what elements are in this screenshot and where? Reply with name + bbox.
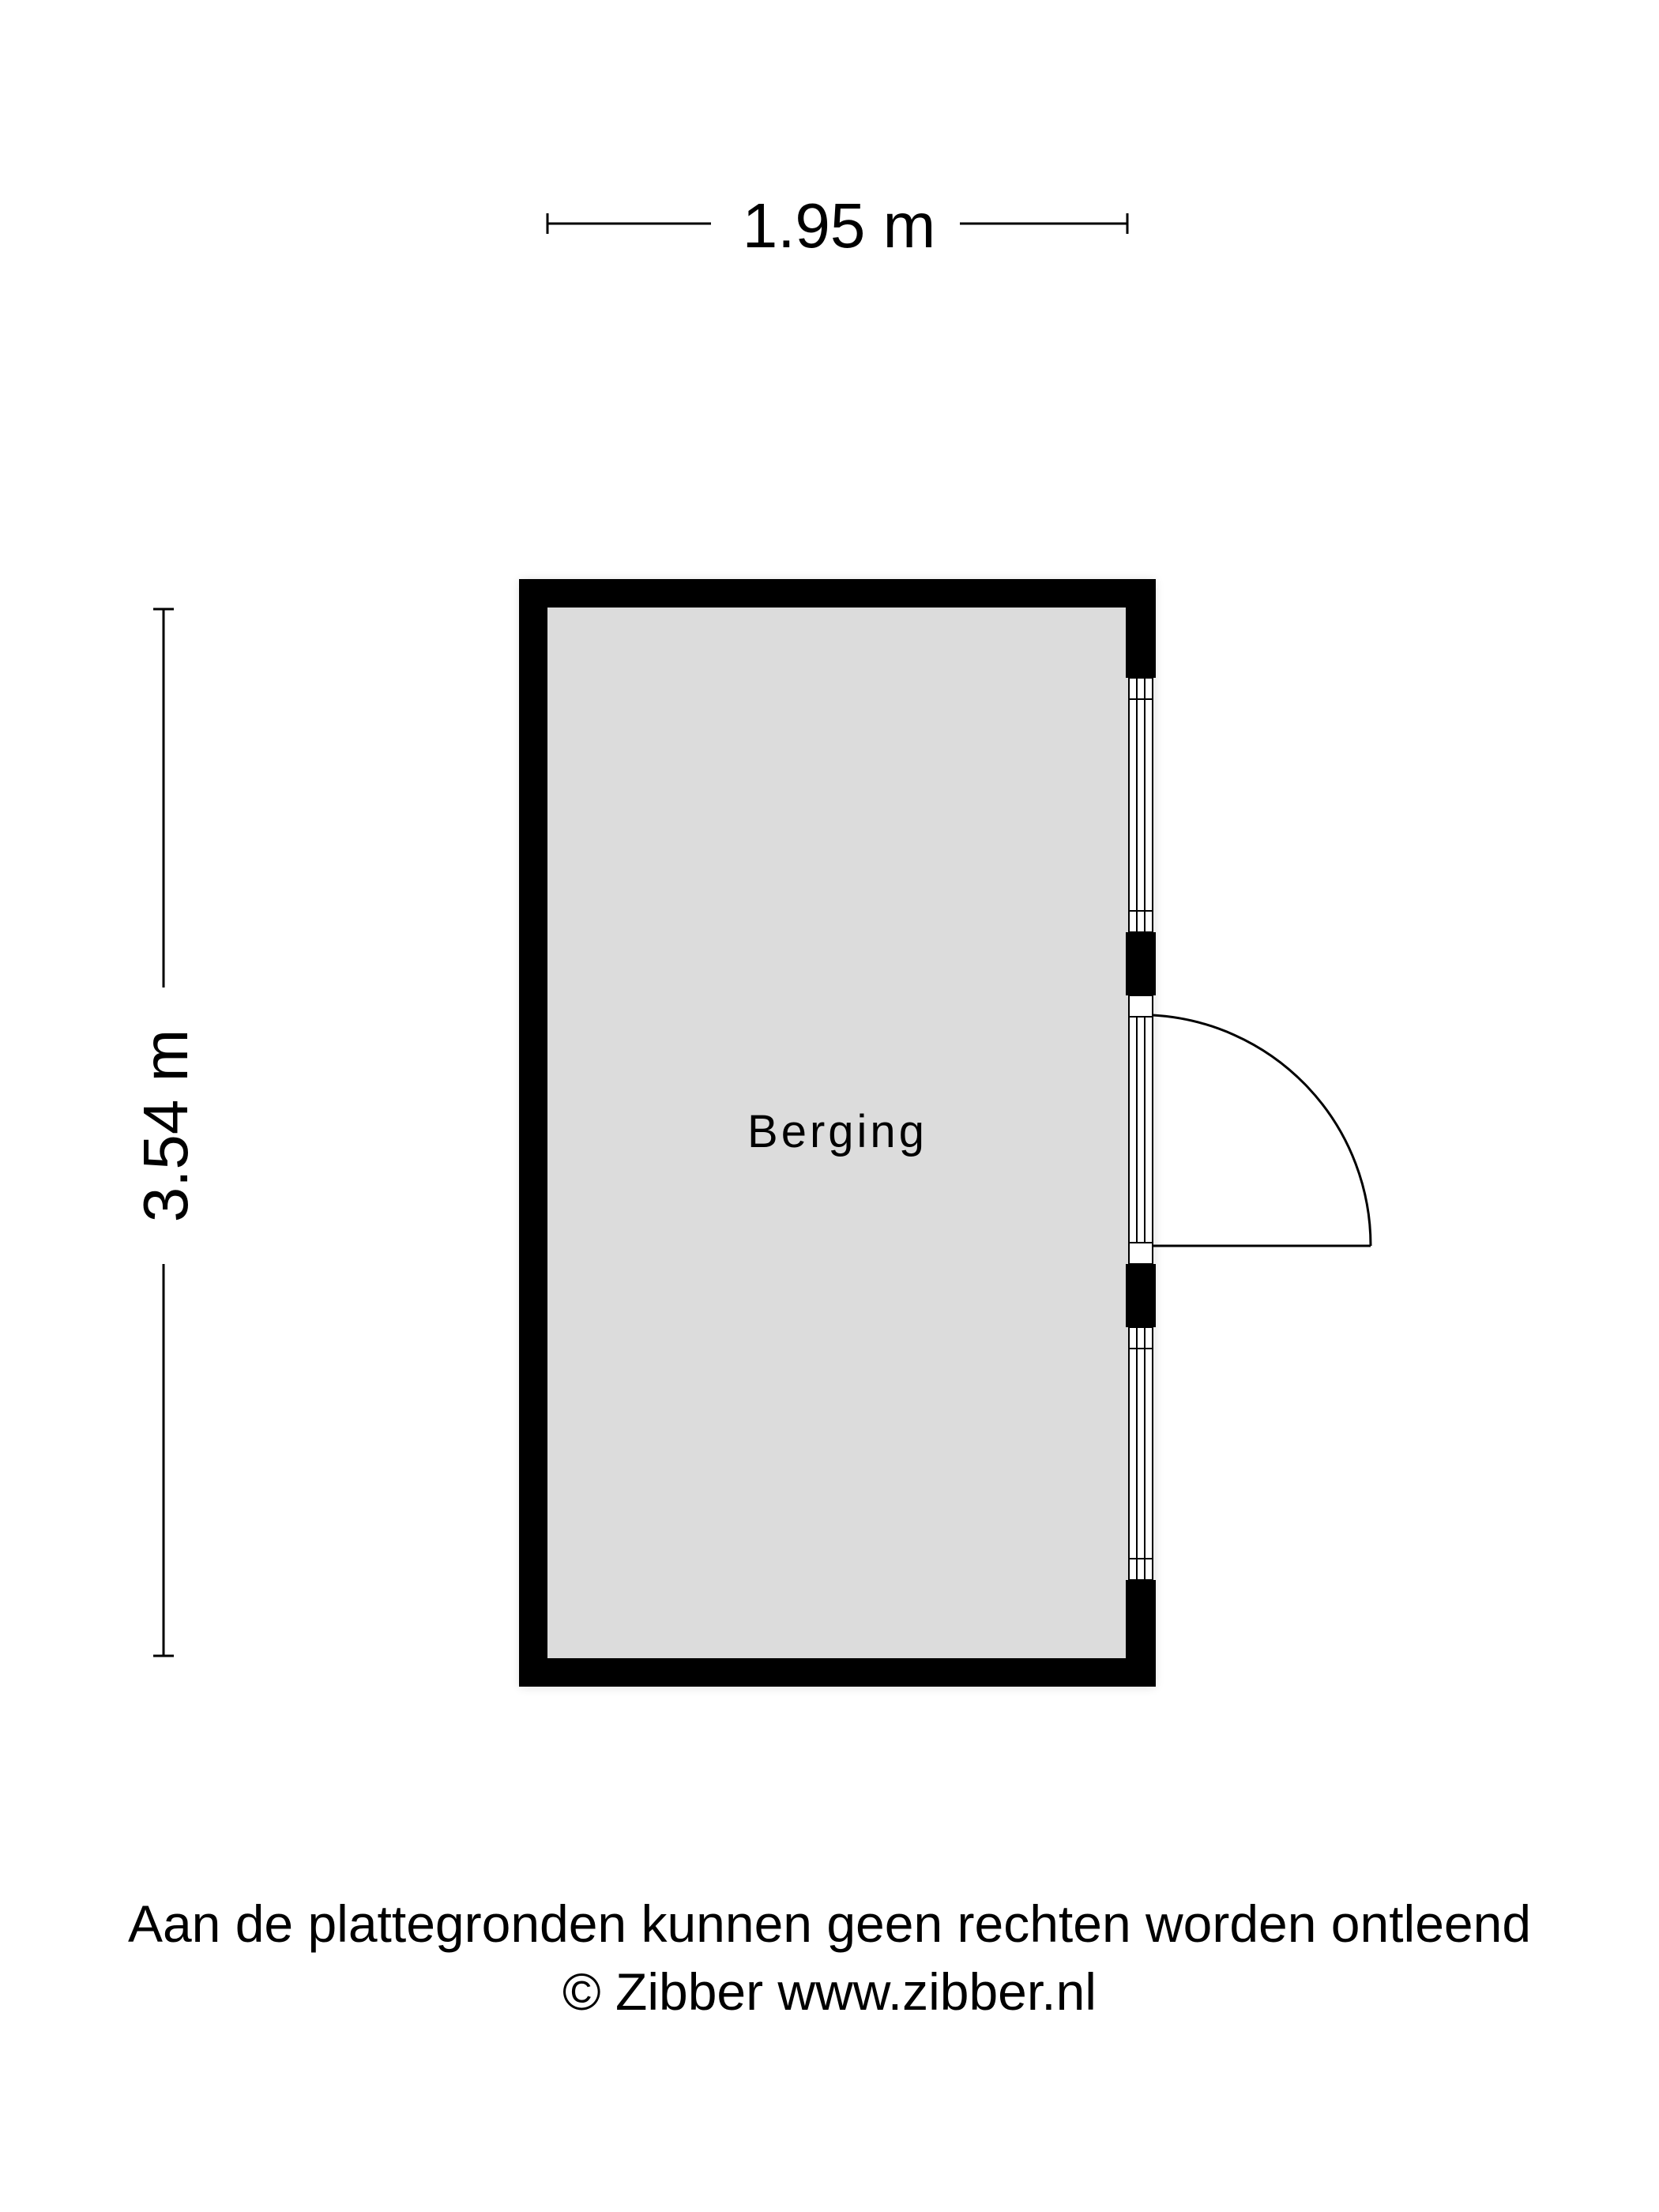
room-label: Berging xyxy=(747,1106,927,1157)
wall-right-top xyxy=(1126,579,1156,678)
window-upper xyxy=(1128,677,1153,933)
wall-top xyxy=(519,579,1156,608)
door-swing xyxy=(1152,1014,1372,1247)
walls xyxy=(519,579,1156,1687)
wall-bottom xyxy=(519,1658,1156,1687)
window-lower xyxy=(1128,1326,1153,1581)
room-floor xyxy=(547,607,1128,1659)
height-dimension-label: 3.54 m xyxy=(130,1029,201,1223)
height-dimension: 3.54 m xyxy=(130,608,201,1657)
copyright-text: © Zibber www.zibber.nl xyxy=(562,1962,1097,2021)
door-opening xyxy=(1128,995,1153,1265)
wall-right-pier-2 xyxy=(1126,1264,1156,1327)
wall-left xyxy=(519,579,547,1687)
wall-right-bottom xyxy=(1126,1580,1156,1687)
width-dimension: 1.95 m xyxy=(546,190,1129,261)
door-swing-arc xyxy=(1152,1014,1372,1247)
wall-right-pier-1 xyxy=(1126,932,1156,995)
width-dimension-label: 1.95 m xyxy=(743,190,936,261)
disclaimer-text: Aan de plattegronden kunnen geen rechten… xyxy=(127,1894,1532,1953)
